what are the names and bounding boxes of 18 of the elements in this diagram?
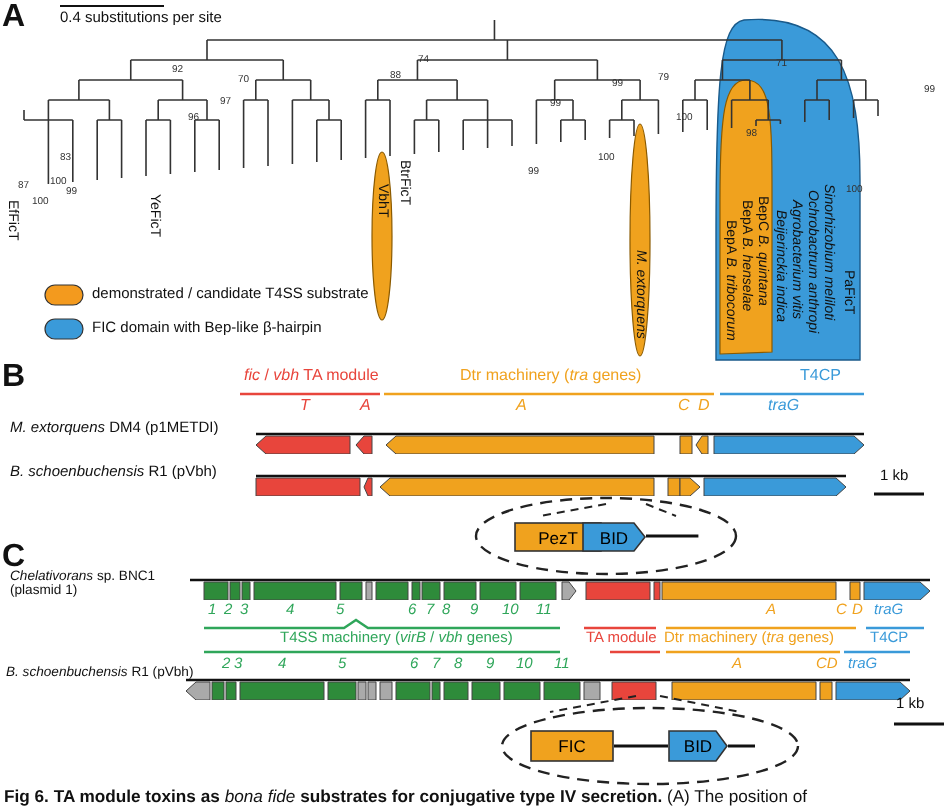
gene-label: A [516,398,527,416]
gene-group-label: Dtr machinery (tra genes) [460,368,642,386]
domain-box: FIC [530,730,614,762]
gene-group-label: T4CP [800,368,841,386]
gene-label: A [360,398,371,416]
dashed-ellipse [474,496,738,576]
domain-pentagon: BID [582,522,646,552]
gene-label: C [678,398,690,416]
dashed-ellipse [500,706,800,786]
connector-line [614,744,668,748]
gene-label: traG [768,398,800,416]
panel-letter: B [2,360,26,396]
figure-caption: Fig 6. TA module toxins as bona fide substrates for conjugative type IV secretion. (A) The position of [4,788,808,807]
domain-pentagon: BID [668,730,728,762]
gene-label: D [698,398,710,416]
gene-label: T [300,398,310,416]
panel-letter: A [2,0,26,36]
gene-group-label: fic / vbh TA module [244,368,379,386]
